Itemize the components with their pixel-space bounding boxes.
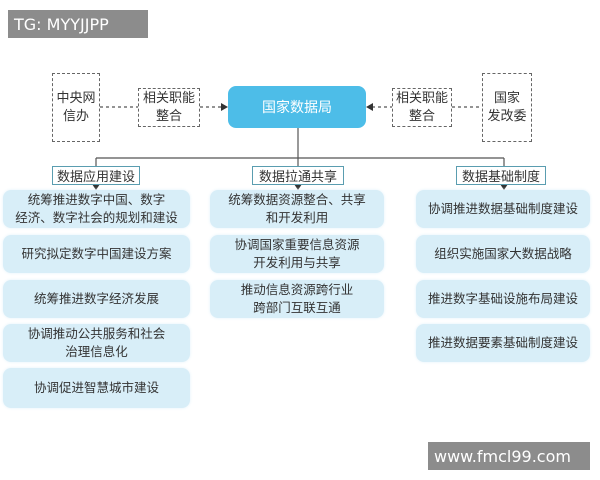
list-item: 统筹推进数字中国、数字 经济、数字社会的规划和建设 — [3, 190, 190, 228]
list-item: 协调促进智慧城市建设 — [3, 368, 190, 408]
left-merge-box: 相关职能 整合 — [138, 88, 200, 127]
arrow-down-1 — [92, 184, 100, 190]
list-item: 研究拟定数字中国建设方案 — [3, 235, 190, 273]
category-base: 数据基础制度 — [456, 166, 546, 185]
arrow-down-3 — [500, 184, 508, 190]
source-ndrc: 国家 发改委 — [482, 73, 532, 142]
right-merge-box: 相关职能 整合 — [392, 88, 452, 127]
category-app: 数据应用建设 — [52, 166, 140, 185]
list-item: 统筹数据资源整合、共享 和开发利用 — [210, 190, 384, 228]
arrow-down-2 — [294, 184, 302, 190]
list-item: 推进数据要素基础制度建设 — [416, 324, 590, 362]
list-item: 推进数字基础设施布局建设 — [416, 280, 590, 318]
list-item: 统筹推进数字经济发展 — [3, 280, 190, 318]
arrow-head-right — [366, 103, 373, 111]
list-item: 推动信息资源跨行业 跨部门互联互通 — [210, 280, 384, 318]
center-node: 国家数据局 — [228, 86, 366, 128]
list-item: 协调推进数据基础制度建设 — [416, 190, 590, 228]
category-share: 数据拉通共享 — [252, 166, 344, 185]
watermark-bottom: www.fmcl99.com — [428, 442, 590, 470]
watermark-top: TG: MYYJJPP — [8, 10, 148, 38]
source-cac: 中央网 信办 — [52, 73, 100, 142]
arrow-head-left — [221, 103, 228, 111]
list-item: 协调国家重要信息资源 开发利用与共享 — [210, 235, 384, 273]
list-item: 协调推动公共服务和社会 治理信息化 — [3, 324, 190, 362]
list-item: 组织实施国家大数据战略 — [416, 235, 590, 273]
